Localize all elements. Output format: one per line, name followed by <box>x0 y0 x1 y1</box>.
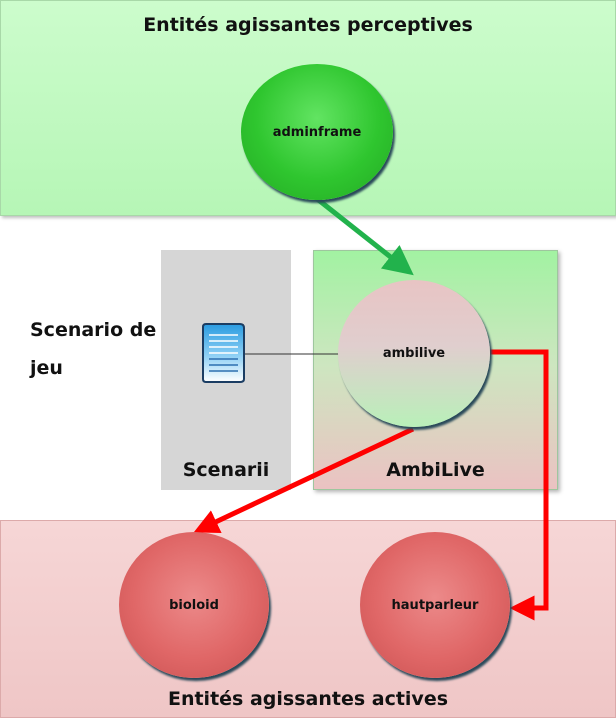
ambilive-label: ambilive <box>382 346 446 361</box>
ambilive-node: ambilive <box>338 280 490 427</box>
perceptive-group-title: Entités agissantes perceptives <box>143 14 473 36</box>
scenario-label-line2: jeu <box>30 357 63 379</box>
document-icon <box>202 323 245 383</box>
bioloid-label: bioloid <box>169 597 219 613</box>
scenarii-group-title: Scenarii <box>182 459 270 481</box>
hautparleur-label: hautparleur <box>391 597 479 613</box>
ambilive-to-bioloid-arrow <box>193 426 415 533</box>
scenario-label-line1: Scenario de <box>30 319 157 341</box>
ambilive-to-hautparleur-arrow <box>490 349 549 621</box>
adminframe-node: adminframe <box>241 64 393 200</box>
adminframe-label: adminframe <box>272 124 362 140</box>
adminframe-to-ambilive-arrow <box>314 196 414 276</box>
active-group-title: Entités agissantes actives <box>167 688 449 710</box>
bioloid-node: bioloid <box>119 532 269 678</box>
hautparleur-node: hautparleur <box>360 532 510 678</box>
ambilive-group-title: AmbiLive <box>386 459 485 481</box>
